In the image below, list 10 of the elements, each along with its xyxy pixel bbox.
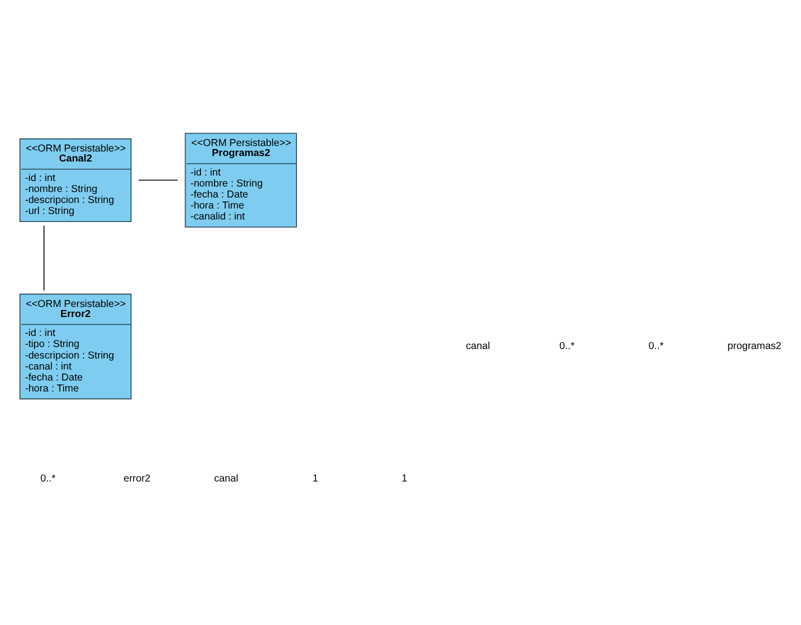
label: 1 (312, 473, 318, 484)
label: 0..* (648, 341, 664, 352)
label: error2 (124, 473, 151, 484)
label: 0..* (559, 341, 575, 352)
label: canal (214, 473, 238, 484)
label: 1 (402, 473, 408, 484)
label: canal (466, 341, 490, 352)
label: 0..* (40, 473, 56, 484)
connector (138, 180, 178, 181)
label: programas2 (728, 341, 782, 352)
